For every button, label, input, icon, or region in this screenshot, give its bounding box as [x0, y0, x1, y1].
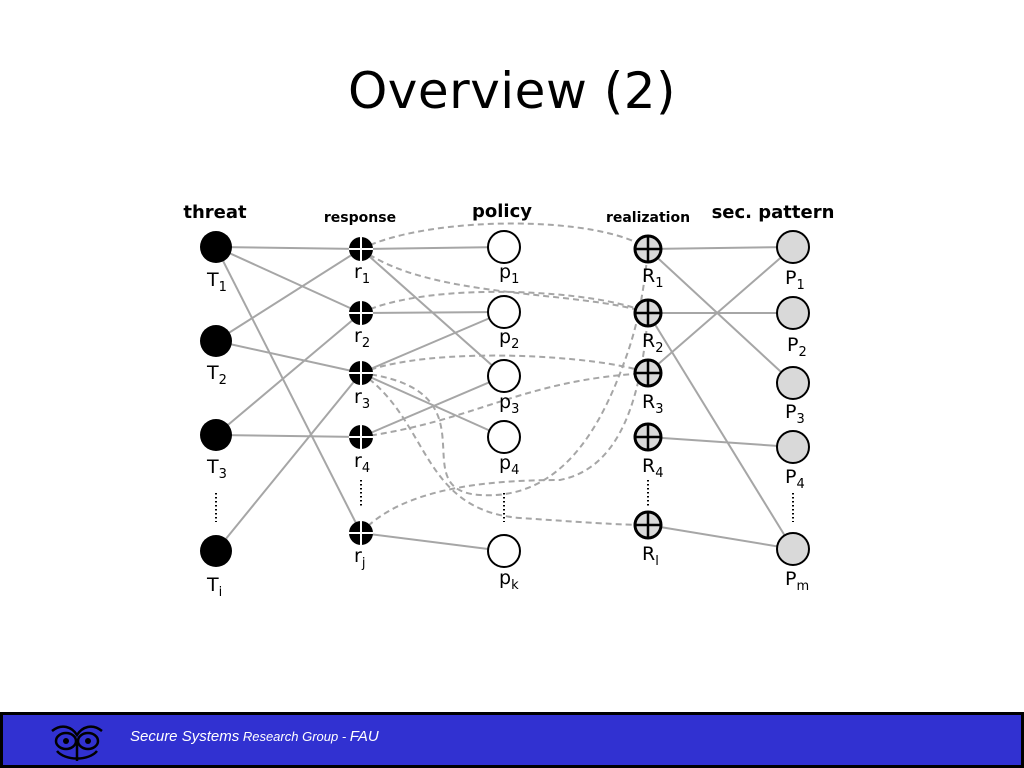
realization-node [633, 234, 663, 264]
threat-policy-diagram: threat response policy realization sec. … [183, 201, 835, 600]
pattern-label: P3 [785, 401, 805, 427]
column-label-response: response [324, 210, 396, 226]
owl-logo-icon [51, 725, 103, 761]
response-label: r2 [354, 325, 370, 351]
threat-response-edges [215, 246, 362, 552]
response-label: r3 [354, 386, 370, 412]
footer-text-part: Secure Systems [130, 728, 240, 745]
policy-label: p3 [499, 391, 519, 417]
policy-node [487, 420, 521, 454]
footer-bar: Secure Systems Research Group - FAU [0, 712, 1024, 768]
pattern-node [776, 532, 810, 566]
response-realization-edges [360, 222, 649, 534]
threat-label: T3 [206, 456, 227, 482]
response-node [349, 521, 373, 545]
footer-inner: Secure Systems Research Group - FAU [3, 715, 1021, 765]
pattern-label: Pm [785, 568, 809, 594]
realization-label: Rl [642, 543, 659, 569]
threat-label: Ti [206, 574, 222, 600]
column-label-realization: realization [606, 210, 690, 226]
realization-node [633, 510, 663, 540]
pattern-label: P2 [787, 334, 807, 360]
realization-label: R4 [642, 455, 663, 481]
policy-node [487, 230, 521, 264]
response-label: r4 [354, 450, 370, 476]
slide-title: Overview (2) [347, 62, 677, 120]
realization-label: R1 [642, 265, 663, 291]
policy-node [487, 295, 521, 329]
threat-node [200, 231, 232, 263]
policy-label: pk [499, 567, 519, 593]
threat-node [200, 325, 232, 357]
response-node [349, 301, 373, 325]
pattern-node [776, 366, 810, 400]
realization-node [633, 358, 663, 388]
pattern-label: P1 [785, 267, 805, 293]
footer-text-part: Research Group - [239, 729, 350, 744]
threat-label: T2 [206, 362, 227, 388]
policy-node [487, 359, 521, 393]
policy-label: p1 [499, 261, 519, 287]
threat-node [200, 419, 232, 451]
response-node [349, 237, 373, 261]
realization-pattern-edges [647, 246, 794, 550]
response-nodes [349, 237, 373, 545]
threat-node [200, 535, 232, 567]
realization-label: R3 [642, 391, 663, 417]
response-label: rj [354, 545, 365, 571]
policy-label: p4 [499, 452, 519, 478]
footer-text: Secure Systems Research Group - FAU [130, 728, 379, 745]
pattern-nodes [776, 230, 810, 566]
threat-nodes [200, 231, 232, 567]
threat-label: T1 [206, 269, 227, 295]
pattern-label: P4 [785, 466, 805, 492]
column-label-sec-pattern: sec. pattern [712, 202, 835, 223]
policy-nodes [487, 230, 521, 568]
policy-label: p2 [499, 326, 519, 352]
realization-nodes [633, 234, 663, 540]
realization-label: R2 [642, 330, 663, 356]
response-node [349, 361, 373, 385]
policy-node [487, 534, 521, 568]
response-label: r1 [354, 261, 370, 287]
footer-text-part: FAU [349, 728, 379, 745]
response-node [349, 425, 373, 449]
pattern-node [776, 430, 810, 464]
column-label-policy: policy [472, 201, 532, 222]
pattern-node [776, 296, 810, 330]
pattern-node [776, 230, 810, 264]
realization-node [633, 422, 663, 452]
column-label-threat: threat [183, 202, 247, 223]
realization-node [633, 298, 663, 328]
